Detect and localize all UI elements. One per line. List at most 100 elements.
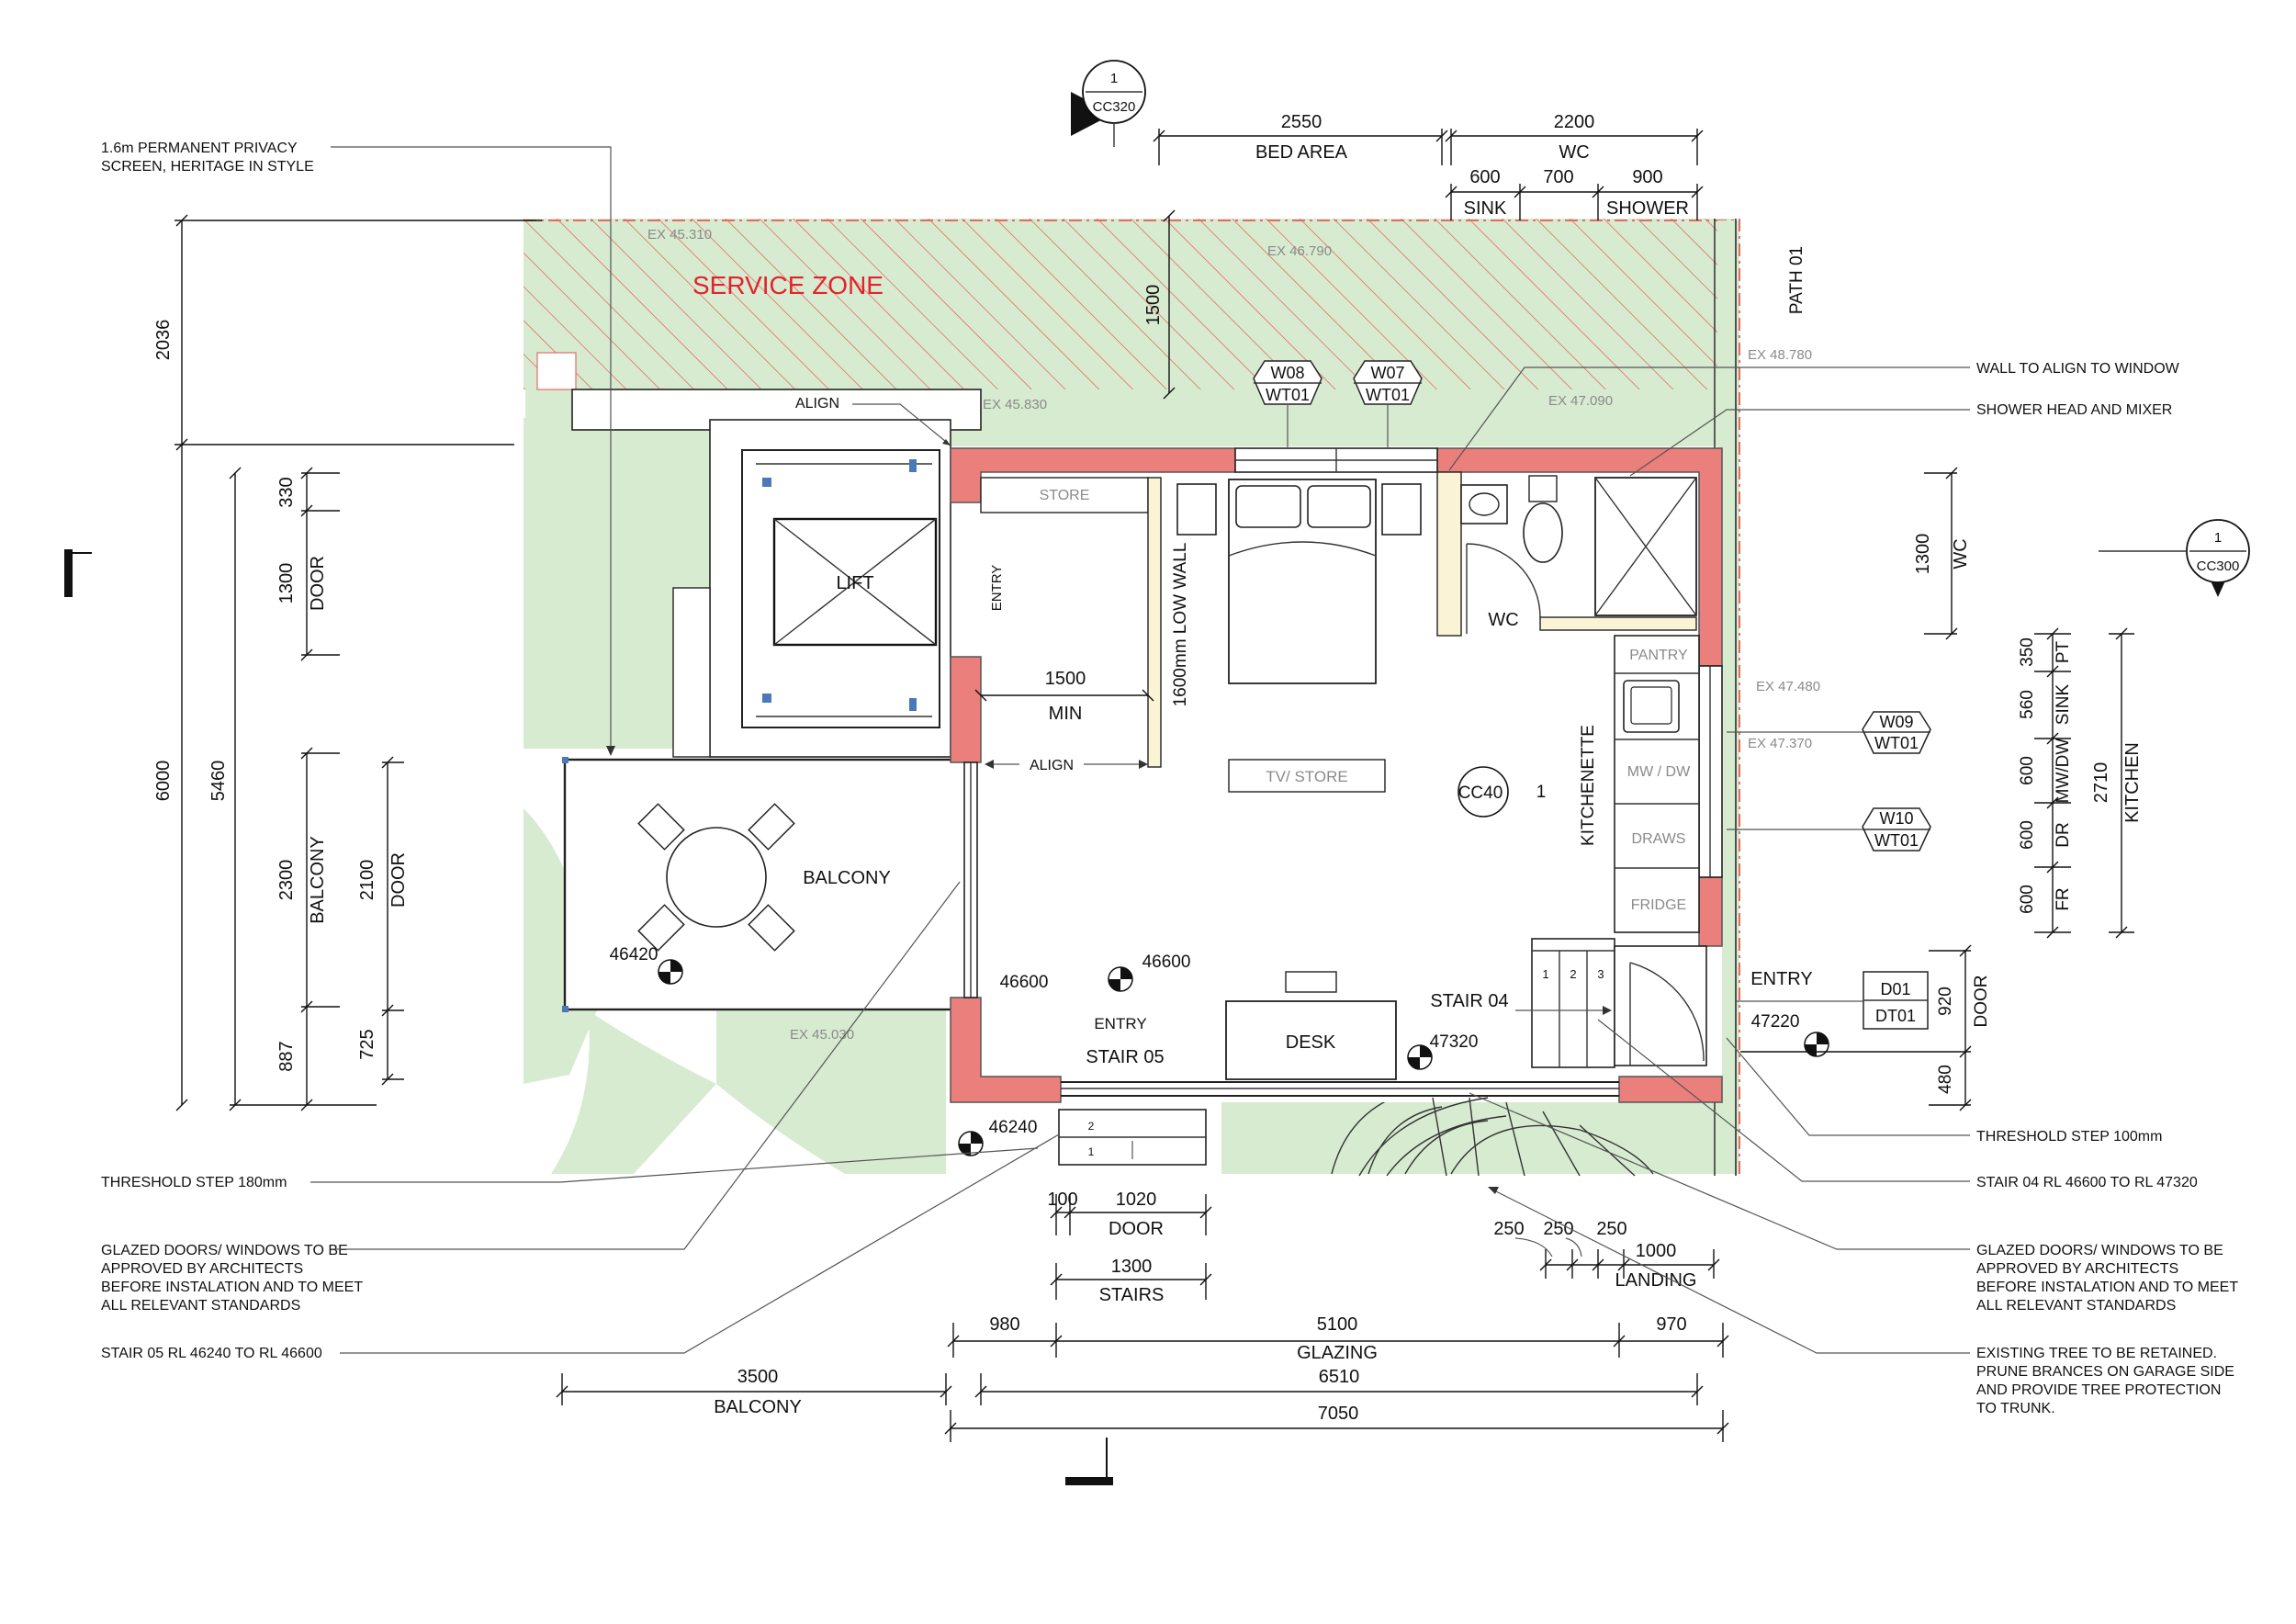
tag-w08: W08 WT01 [1253, 360, 1322, 448]
tag-w10: W10 WT01 [1727, 807, 1931, 851]
svg-text:1.6m PERMANENT PRIVACY: 1.6m PERMANENT PRIVACY [101, 141, 298, 156]
north-bar-left [64, 549, 73, 597]
svg-text:2710: 2710 [2091, 762, 2111, 804]
svg-text:ALL RELEVANT STANDARDS: ALL RELEVANT STANDARDS [101, 1298, 300, 1314]
svg-text:CC300: CC300 [2197, 558, 2240, 574]
svg-text:EX 47.480: EX 47.480 [1756, 679, 1820, 694]
wc-room-label: WC [1488, 610, 1518, 630]
svg-text:DR: DR [2054, 822, 2073, 847]
svg-text:2: 2 [1088, 1120, 1095, 1133]
low-wall [1147, 477, 1162, 768]
svg-text:1300: 1300 [1111, 1257, 1153, 1277]
svg-text:EX 45.030: EX 45.030 [790, 1027, 854, 1043]
mwdw-label: MW / DW [1627, 764, 1691, 780]
wall-east-lower [1698, 876, 1723, 947]
section-marker-cc40: CC40 1 [1458, 766, 1547, 818]
svg-text:600: 600 [2018, 885, 2037, 914]
lift-shaft: LIFT [571, 389, 982, 758]
svg-text:1000: 1000 [1636, 1241, 1677, 1261]
svg-text:DT01: DT01 [1875, 1007, 1916, 1025]
svg-text:EX 48.780: EX 48.780 [1748, 347, 1812, 363]
svg-text:1: 1 [1536, 783, 1547, 802]
fridge-label: FRIDGE [1631, 897, 1686, 913]
svg-text:KITCHEN: KITCHEN [2122, 742, 2143, 823]
wall-west-mid [950, 656, 982, 763]
svg-text:AND PROVIDE TREE PROTECTION: AND PROVIDE TREE PROTECTION [1976, 1382, 2221, 1398]
svg-text:6000: 6000 [153, 761, 174, 802]
dims-bottom: 100 1020 DOOR 1300 STAIRS 250 250 250 10… [556, 1190, 1729, 1485]
svg-text:5100: 5100 [1317, 1314, 1358, 1335]
east-glazing [1698, 665, 1723, 878]
pantry-label: PANTRY [1629, 648, 1688, 663]
svg-text:100: 100 [1047, 1190, 1077, 1210]
svg-text:GLAZED DOORS/ WINDOWS TO BE: GLAZED DOORS/ WINDOWS TO BE [1976, 1243, 2223, 1258]
svg-text:BALCONY: BALCONY [714, 1397, 802, 1417]
low-wall-label: 1600mm LOW WALL [1171, 543, 1190, 707]
svg-text:2: 2 [1570, 967, 1576, 981]
svg-text:46420: 46420 [610, 945, 658, 964]
tag-d01: D01 DT01 [1736, 971, 1929, 1030]
lift-label: LIFT [836, 573, 873, 593]
svg-text:BALCONY: BALCONY [308, 836, 328, 924]
svg-text:2036: 2036 [153, 320, 174, 361]
svg-text:WC: WC [1559, 142, 1589, 163]
svg-text:600: 600 [1469, 167, 1500, 187]
svg-text:1020: 1020 [1116, 1190, 1157, 1210]
lift-guide-2 [909, 459, 917, 472]
dims-right: 1300 WC 350 PT 560 SINK 600 MW/DW 600 DR… [1740, 467, 2143, 1111]
tv-store-label: TV/ STORE [1266, 768, 1347, 785]
svg-text:LANDING: LANDING [1615, 1270, 1697, 1291]
bed [1176, 479, 1422, 684]
rl-marks: 46420 46600 46600 47320 47220 46240 [610, 945, 1829, 1156]
draws-label: DRAWS [1632, 831, 1686, 847]
desk-chair [1285, 971, 1337, 993]
north-bar-bottom [1065, 1477, 1113, 1485]
svg-text:WT01: WT01 [1366, 386, 1410, 404]
svg-text:EX 47.090: EX 47.090 [1548, 393, 1613, 409]
min-dim-value: 1500 [1045, 669, 1086, 689]
align-label-mid: ALIGN [1030, 758, 1074, 773]
svg-text:THRESHOLD STEP 180mm: THRESHOLD STEP 180mm [101, 1175, 287, 1190]
svg-text:DOOR: DOOR [308, 556, 328, 611]
svg-text:5460: 5460 [208, 761, 229, 802]
svg-text:WT01: WT01 [1874, 734, 1919, 752]
tree-curve-4 [1450, 1124, 1654, 1175]
balcony-slab [563, 758, 971, 1011]
south-glazing [1061, 1081, 1619, 1097]
svg-text:250: 250 [1493, 1219, 1524, 1239]
west-glazing [963, 761, 978, 998]
svg-text:887: 887 [276, 1041, 297, 1071]
balcony-post-1 [562, 757, 568, 763]
svg-text:PRUNE BRANCES ON GARAGE SIDE: PRUNE BRANCES ON GARAGE SIDE [1976, 1364, 2234, 1380]
tag-w09: W09 WT01 [1727, 711, 1931, 754]
notes-right: WALL TO ALIGN TO WINDOW SHOWER HEAD AND … [1448, 361, 2238, 1416]
balcony-table [666, 827, 767, 928]
svg-text:DOOR: DOOR [1109, 1219, 1164, 1239]
svg-text:STAIR 05 RL 46240 TO RL 46600: STAIR 05 RL 46240 TO RL 46600 [101, 1346, 322, 1361]
kitchenette-label: KITCHENETTE [1579, 725, 1598, 846]
svg-text:GLAZING: GLAZING [1297, 1343, 1378, 1363]
svg-text:560: 560 [2018, 690, 2037, 719]
lift-landing-block [672, 587, 711, 758]
svg-text:2550: 2550 [1281, 112, 1322, 132]
svg-text:ALL RELEVANT STANDARDS: ALL RELEVANT STANDARDS [1976, 1298, 2176, 1314]
svg-text:CC320: CC320 [1093, 99, 1136, 115]
svg-text:WALL TO ALIGN TO WINDOW: WALL TO ALIGN TO WINDOW [1976, 361, 2180, 377]
svg-text:6510: 6510 [1319, 1367, 1360, 1387]
svg-text:D01: D01 [1880, 980, 1910, 998]
svg-text:CC40: CC40 [1458, 784, 1503, 803]
svg-text:47220: 47220 [1751, 1012, 1800, 1032]
svg-text:TO TRUNK.: TO TRUNK. [1976, 1401, 2055, 1416]
svg-text:2300: 2300 [276, 860, 297, 901]
entry-east-label: ENTRY [1750, 969, 1812, 989]
svg-text:3: 3 [1597, 967, 1604, 981]
svg-text:SCREEN, HERITAGE IN STYLE: SCREEN, HERITAGE IN STYLE [101, 159, 314, 175]
svg-text:7050: 7050 [1318, 1404, 1359, 1424]
svg-text:DOOR: DOOR [1972, 976, 1991, 1028]
svg-text:FR: FR [2054, 887, 2073, 910]
svg-text:1: 1 [2214, 530, 2222, 546]
svg-text:W09: W09 [1879, 713, 1913, 731]
align-label-top: ALIGN [795, 396, 839, 412]
stair04-label: STAIR 04 [1430, 991, 1508, 1011]
